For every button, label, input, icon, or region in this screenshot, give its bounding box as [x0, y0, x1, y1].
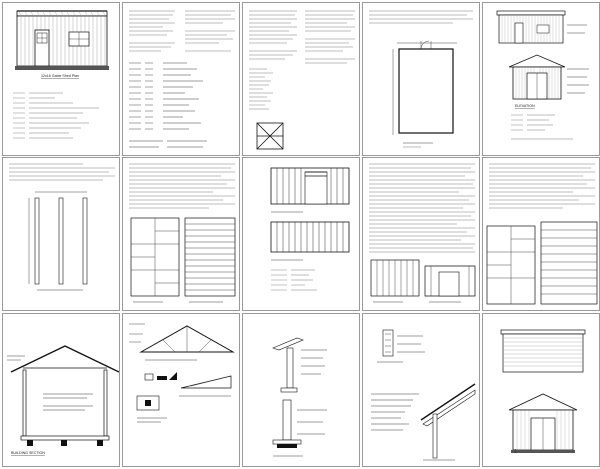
floor-framing-drawing: [129, 163, 236, 303]
sheet-3-text-door-detail[interactable]: [242, 2, 360, 156]
sheet-10-sheathing[interactable]: [482, 157, 600, 311]
shed-front-view-drawing: 12x16 Gable Shed Plan: [13, 10, 109, 139]
sheet-1-front-view[interactable]: 12x16 Gable Shed Plan: [2, 2, 120, 156]
truss-drawing: [129, 323, 235, 423]
sheet-15-rear-elevation[interactable]: [482, 313, 600, 467]
eave-detail-drawing: [272, 337, 327, 457]
sheet-6-foundation[interactable]: [2, 157, 120, 311]
sheathing-drawing: [486, 163, 598, 305]
rear-elevation-drawing: [500, 329, 586, 453]
front-view-caption: 12x16 Gable Shed Plan: [41, 74, 79, 78]
elevations-drawing: ELEVATION: [496, 10, 589, 140]
wall-framing-text-drawing: [369, 163, 476, 303]
sheet-11-building-section[interactable]: BUILDING SECTION: [2, 313, 120, 467]
floor-plan-drawing: [369, 10, 473, 148]
text-page-drawing: [129, 10, 235, 148]
sheet-4-floor-plan[interactable]: [362, 2, 480, 156]
elevation-caption: ELEVATION: [515, 104, 535, 108]
sheet-12-truss[interactable]: [122, 313, 240, 467]
sheet-14-overhang-detail[interactable]: [362, 313, 480, 467]
page-number: 1: [514, 449, 517, 455]
text-door-detail-drawing: [249, 10, 355, 150]
sheet-8-wall-framing[interactable]: [242, 157, 360, 311]
building-section-drawing: BUILDING SECTION: [7, 345, 119, 455]
sheet-9-wall-framing-text[interactable]: [362, 157, 480, 311]
wall-framing-drawing: [270, 167, 350, 291]
building-section-caption: BUILDING SECTION: [11, 451, 45, 455]
sheet-5-elevations[interactable]: ELEVATION: [482, 2, 600, 156]
foundation-drawing: [9, 163, 115, 291]
overhang-detail-drawing: [371, 329, 476, 461]
sheet-7-floor-framing[interactable]: [122, 157, 240, 311]
sheet-13-eave-detail[interactable]: [242, 313, 360, 467]
sheet-2-text[interactable]: [122, 2, 240, 156]
